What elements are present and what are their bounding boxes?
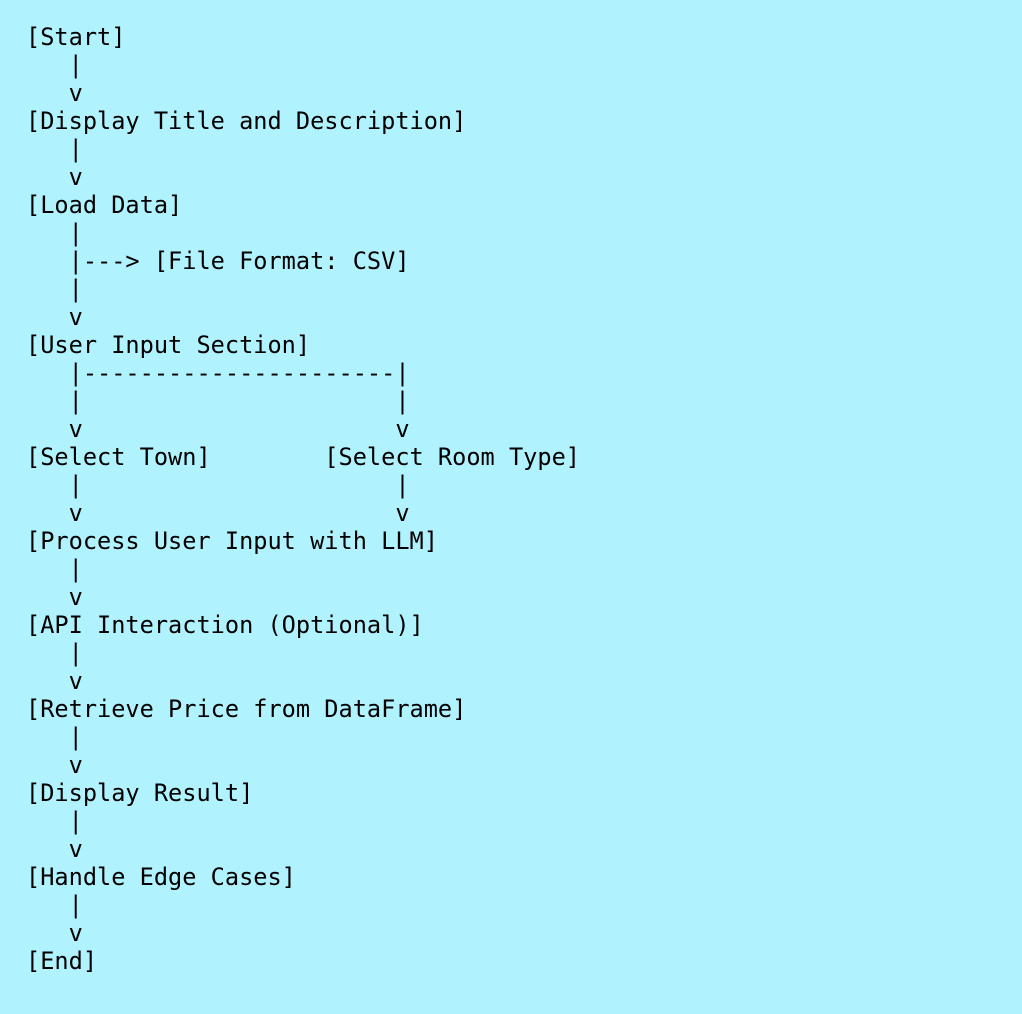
node-load-data: [Load Data] — [26, 191, 183, 219]
arrow-head: v — [26, 667, 83, 695]
arrow-head: v — [26, 835, 83, 863]
node-display-title-and-description: [Display Title and Description] — [26, 107, 467, 135]
node-retrieve-price-from-dataframe: [Retrieve Price from DataFrame] — [26, 695, 467, 723]
node-start: [Start] — [26, 23, 126, 51]
node-display-result: [Display Result] — [26, 779, 254, 807]
connector-line: | — [26, 135, 83, 163]
connector-line: | — [26, 275, 83, 303]
arrow-head: v — [26, 303, 83, 331]
ascii-flowchart: [Start] | v[Display Title and Descriptio… — [26, 23, 580, 975]
connector-line: | | — [26, 471, 410, 499]
arrow-head: v — [26, 583, 83, 611]
connector-line: | — [26, 639, 83, 667]
branch-file-format-csv: |---> [File Format: CSV] — [26, 247, 410, 275]
arrow-head: v — [26, 79, 83, 107]
node-select-town-and-room-type: [Select Town] [Select Room Type] — [26, 443, 580, 471]
node-user-input-section: [User Input Section] — [26, 331, 311, 359]
node-api-interaction: [API Interaction (Optional)] — [26, 611, 424, 639]
connector-line: | — [26, 555, 83, 583]
node-end: [End] — [26, 947, 98, 975]
connector-line: | — [26, 723, 83, 751]
connector-line: | — [26, 51, 83, 79]
arrow-head: v — [26, 919, 83, 947]
arrow-head: v — [26, 751, 83, 779]
connector-line: | — [26, 219, 83, 247]
arrow-head: v — [26, 163, 83, 191]
arrow-head: v v — [26, 499, 410, 527]
arrow-head: v v — [26, 415, 410, 443]
node-handle-edge-cases: [Handle Edge Cases] — [26, 863, 296, 891]
connector-line: | | — [26, 387, 410, 415]
node-process-user-input-with-llm: [Process User Input with LLM] — [26, 527, 438, 555]
connector-line: | — [26, 891, 83, 919]
connector-line: | — [26, 807, 83, 835]
split-connector: |----------------------| — [26, 359, 410, 387]
